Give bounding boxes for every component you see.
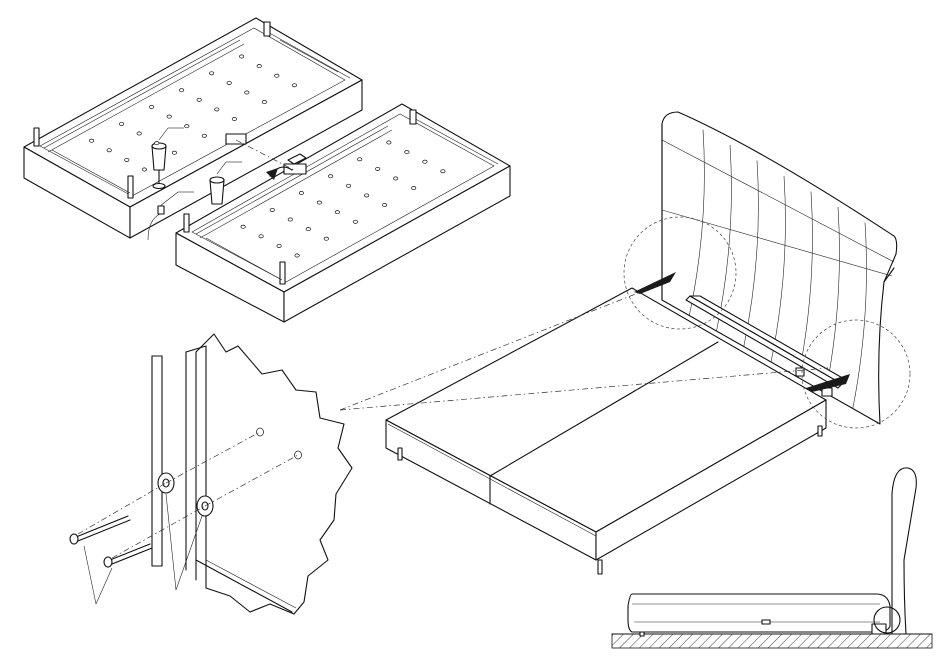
hole-dot: [270, 208, 274, 211]
hole-dot: [335, 211, 339, 214]
hole-dot: [412, 187, 416, 190]
hole-dot: [202, 134, 206, 137]
hole-dot: [257, 65, 261, 68]
bolt: [104, 544, 152, 567]
hole-dot: [358, 158, 362, 161]
hole-dot: [405, 151, 409, 154]
hole-dot: [288, 218, 292, 221]
hole-dot: [155, 142, 159, 145]
hole-dot: [346, 184, 350, 187]
hole-dot: [328, 175, 332, 178]
hole-dot: [394, 177, 398, 180]
hole-dot: [149, 105, 153, 108]
bolt: [70, 516, 130, 544]
hole-dot: [209, 72, 213, 75]
hole-dot: [232, 117, 236, 120]
hole-dot: [245, 91, 249, 94]
hole-dot: [353, 220, 357, 223]
hole-dot: [125, 158, 129, 161]
hole-dot: [107, 149, 111, 152]
hole-dot: [227, 81, 231, 84]
hole-dot: [179, 89, 183, 92]
hole-dot: [89, 139, 93, 142]
hole-dot: [185, 125, 189, 128]
hole-dot: [167, 115, 171, 118]
base-halves-panel: [24, 18, 510, 322]
hole-dot: [387, 141, 391, 144]
hole-dot: [241, 225, 245, 228]
hole-dot: [299, 191, 303, 194]
hole-dot: [382, 203, 386, 206]
hole-dot: [277, 244, 281, 247]
hole-dot: [364, 194, 368, 197]
hole-dot: [441, 170, 445, 173]
hole-dot: [317, 201, 321, 204]
hole-dot: [119, 122, 123, 125]
hole-dot: [262, 101, 266, 104]
hole-dot: [197, 98, 201, 101]
hole-dot: [239, 55, 243, 58]
hole-dot: [423, 160, 427, 163]
hole-dot: [306, 228, 310, 231]
hole-dot: [142, 168, 146, 171]
hole-dot: [376, 167, 380, 170]
hole-dot: [324, 237, 328, 240]
hole-dot: [172, 151, 176, 154]
hole-dot: [215, 108, 219, 111]
hole-dot: [295, 254, 299, 257]
hole-dot: [259, 235, 263, 238]
hole-dot: [292, 84, 296, 87]
hole-dot: [137, 132, 141, 135]
hole-dot: [275, 74, 279, 77]
bolt-detail-panel: [70, 334, 352, 614]
